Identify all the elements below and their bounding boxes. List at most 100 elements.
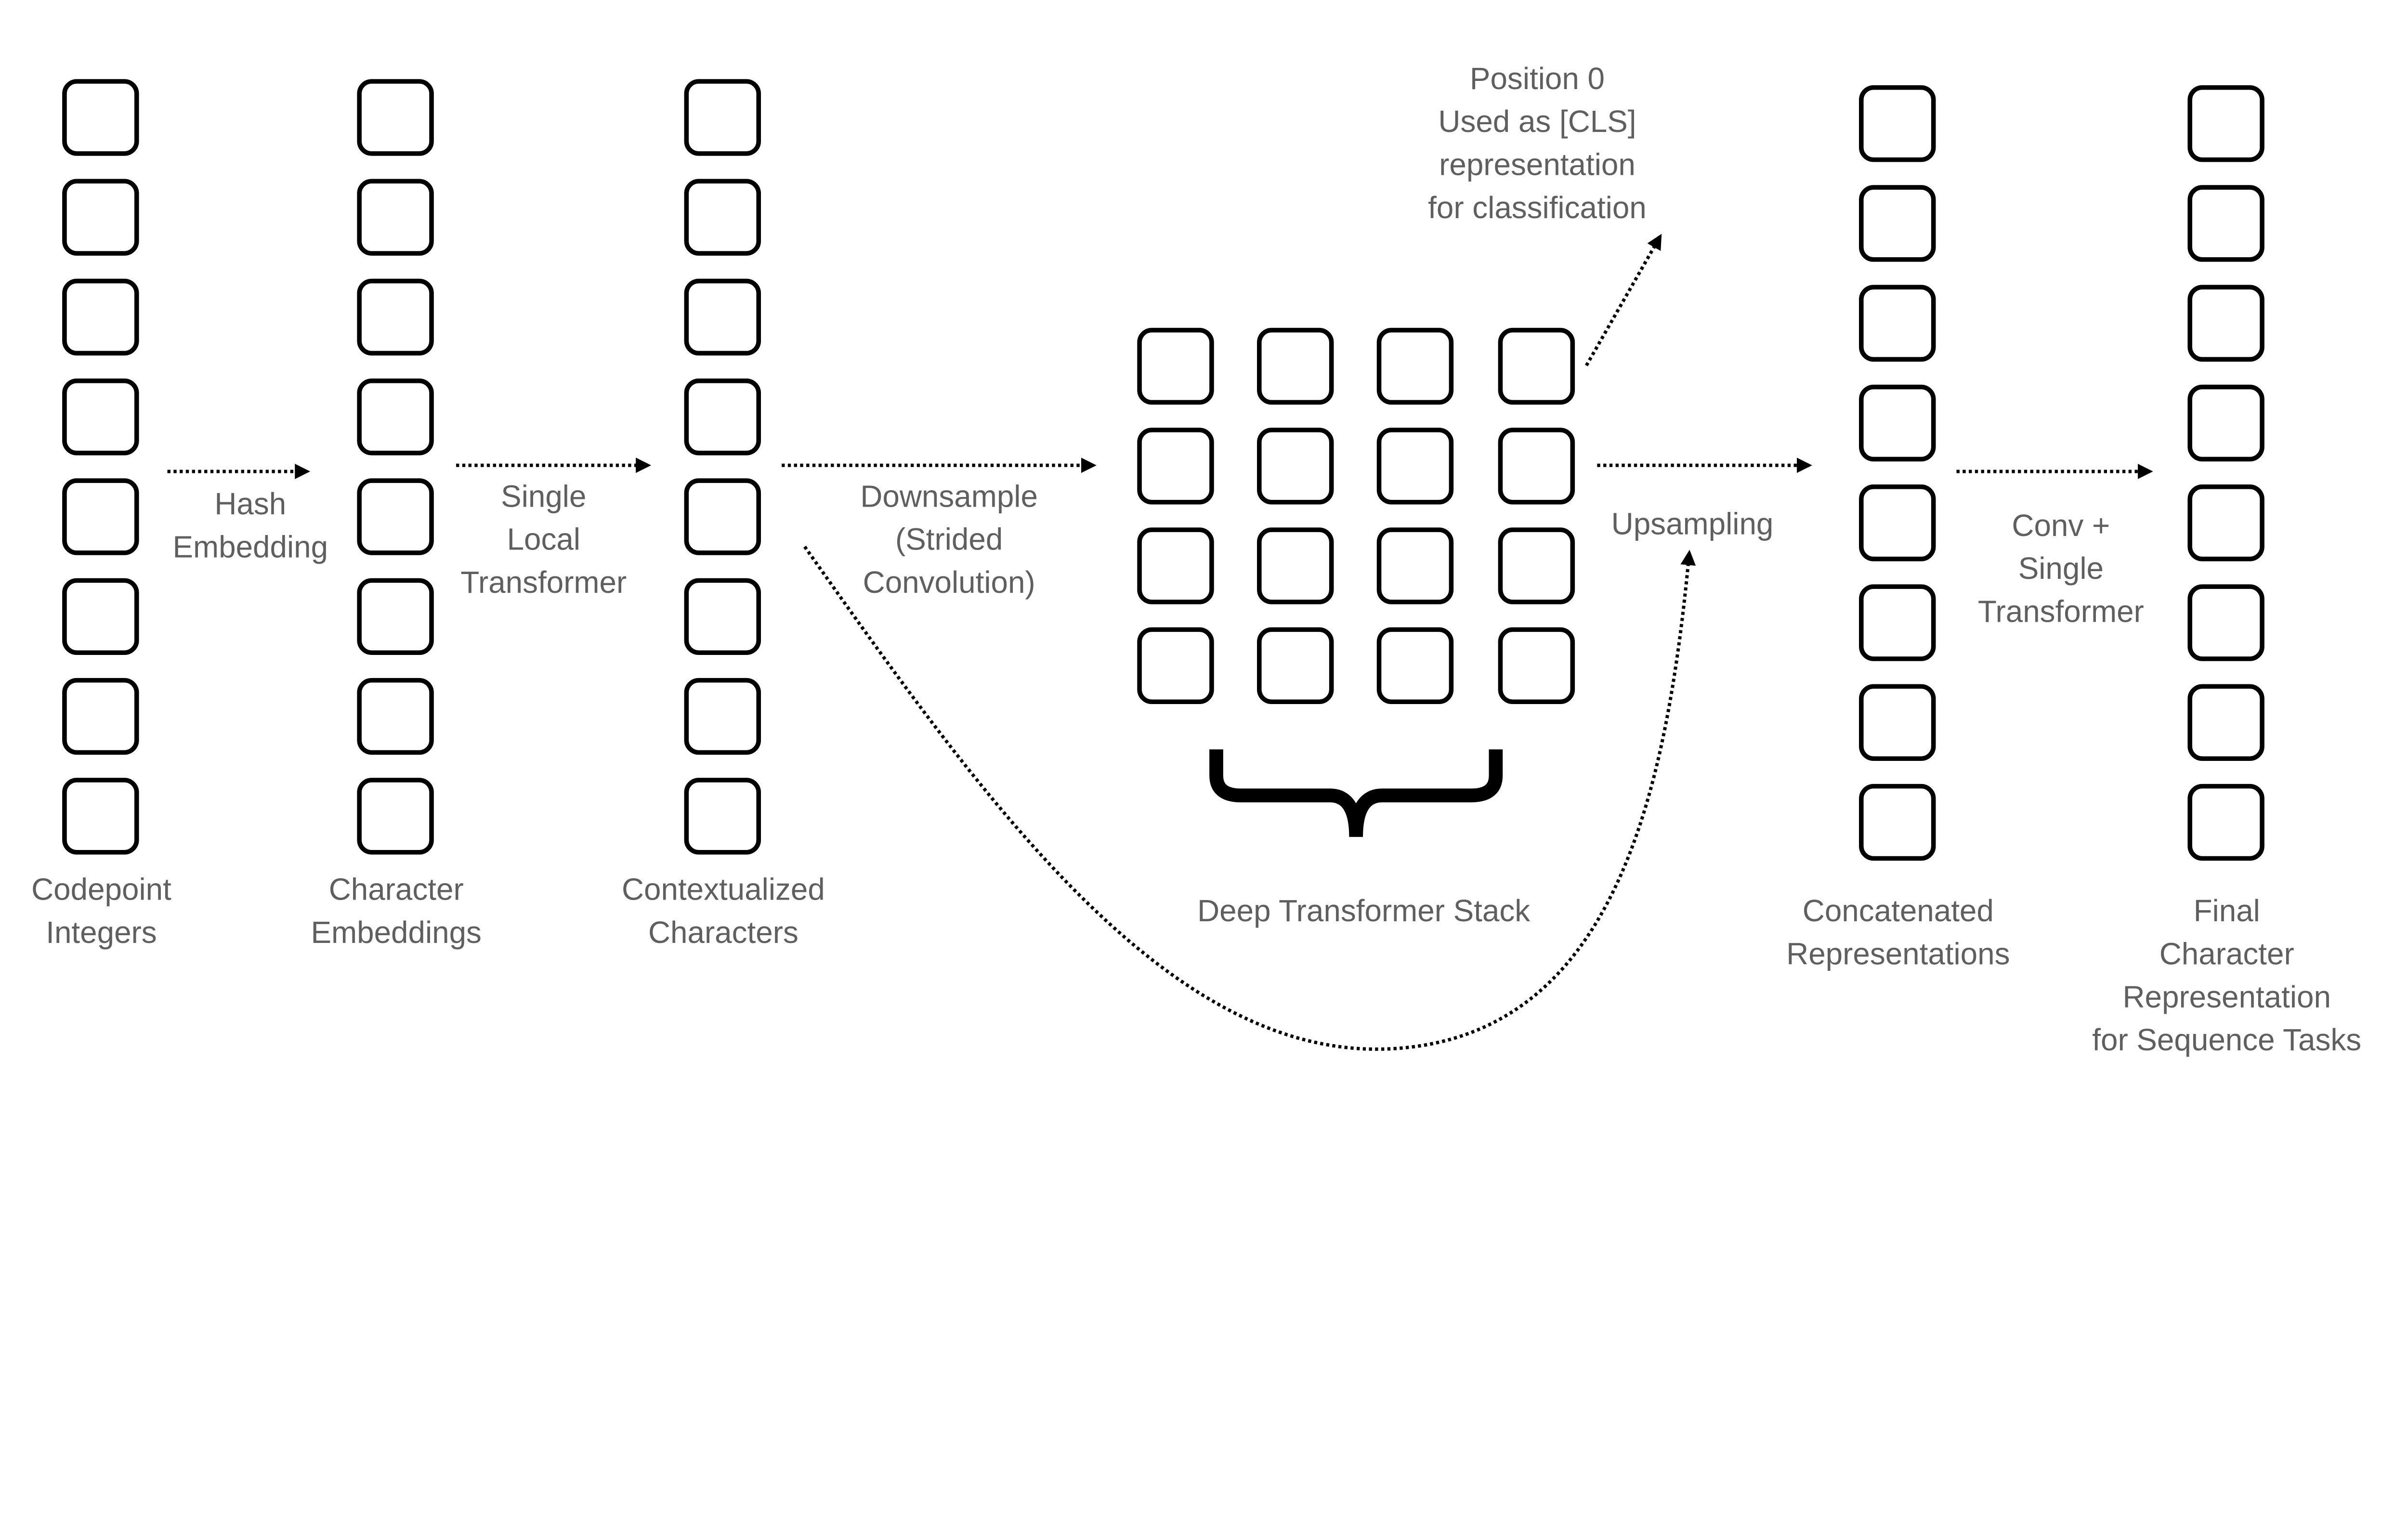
token-box [2187, 185, 2264, 262]
token-box [2187, 784, 2264, 861]
curly-brace [1209, 749, 1503, 837]
label-contextualized-characters-line: Characters [648, 915, 798, 950]
grid-box [1376, 327, 1454, 405]
token-box [357, 678, 434, 755]
grid-box [1498, 527, 1575, 604]
label-single-local-transformer-line: Local [507, 522, 580, 557]
label-codepoint-integers-line: Integers [46, 915, 157, 950]
token-box [62, 778, 139, 855]
arrows [167, 234, 2153, 1051]
grid-box [1376, 527, 1454, 604]
label-cls-note-line: for classification [1428, 190, 1647, 225]
grid-box [1137, 627, 1214, 705]
token-box [1859, 684, 1936, 761]
token-box [684, 578, 761, 655]
label-cls-note-line: representation [1439, 147, 1636, 182]
token-box [357, 278, 434, 356]
label-conv-single-transformer-line: Transformer [1978, 594, 2144, 628]
token-box [1859, 384, 1936, 462]
token-box [62, 379, 139, 456]
token-box [1859, 185, 1936, 262]
token-box [357, 478, 434, 555]
grid-box [1257, 327, 1334, 405]
token-box [62, 678, 139, 755]
token-box [2187, 684, 2264, 761]
token-box [684, 379, 761, 456]
token-box [62, 79, 139, 156]
label-concatenated-representations-line: Representations [1786, 937, 2010, 971]
token-box [2187, 484, 2264, 562]
label-cls-note-line: Used as [CLS] [1438, 104, 1636, 139]
grid-box [1137, 327, 1214, 405]
token-box [1859, 584, 1936, 661]
token-box [2187, 584, 2264, 661]
token-box [1859, 784, 1936, 861]
label-character-embeddings-line: Embeddings [311, 915, 481, 950]
token-boxes [62, 79, 2264, 861]
token-box [684, 678, 761, 755]
label-final-character-representation-line: Character [2159, 937, 2294, 971]
token-box [357, 578, 434, 655]
label-upsampling-line: Upsampling [1611, 507, 1774, 541]
token-box [2187, 85, 2264, 162]
token-box [684, 79, 761, 156]
grid-box [1137, 527, 1214, 604]
label-final-character-representation-line: Representation [2122, 980, 2330, 1014]
label-conv-single-transformer-line: Conv + [2012, 508, 2110, 543]
token-box [357, 778, 434, 855]
label-hash-embedding-line: Hash [214, 486, 286, 521]
token-box [1859, 484, 1936, 562]
label-cls-note: Position 0 Used as [CLS] representation for… [1428, 61, 1647, 225]
grid-box [1257, 428, 1334, 505]
label-upsampling: Upsampling [1611, 507, 1774, 541]
grid-box [1376, 428, 1454, 505]
grid-box [1257, 527, 1334, 604]
token-box [684, 278, 761, 356]
grid-box [1137, 428, 1214, 505]
grid-box [1498, 327, 1575, 405]
label-cls-note-line: Position 0 [1470, 61, 1605, 96]
label-hash-embedding-line: Embedding [172, 530, 328, 564]
token-box [1859, 85, 1936, 162]
label-concatenated-representations-line: Concatenated [1803, 893, 1994, 928]
label-downsample-line: (Strided [895, 522, 1003, 557]
token-box [62, 278, 139, 356]
grid-box [1498, 428, 1575, 505]
token-box [357, 179, 434, 256]
token-box [2187, 285, 2264, 362]
token-box [62, 179, 139, 256]
token-box [2187, 384, 2264, 462]
arrow-cls [1584, 234, 1662, 366]
token-box [62, 478, 139, 555]
grid-box [1498, 627, 1575, 705]
label-final-character-representation-line: Final [2194, 893, 2260, 928]
label-downsample-line: Downsample [860, 479, 1038, 513]
label-codepoint-integers-line: Codepoint [31, 872, 171, 907]
token-box [1859, 285, 1936, 362]
label-deep-transformer-stack: Deep Transformer Stack [1197, 893, 1530, 928]
token-box [684, 478, 761, 555]
token-box [357, 79, 434, 156]
grid-box [1376, 627, 1454, 705]
token-box [684, 179, 761, 256]
label-single-local-transformer-line: Single [501, 479, 586, 513]
label-single-local-transformer-line: Transformer [460, 565, 627, 600]
token-box [357, 379, 434, 456]
token-box [62, 578, 139, 655]
label-contextualized-characters-line: Contextualized [622, 872, 825, 907]
label-character-embeddings-line: Character [329, 872, 464, 907]
label-final-character-representation-line: for Sequence Tasks [2092, 1022, 2361, 1057]
token-box [684, 778, 761, 855]
label-conv-single-transformer-line: Single [2018, 551, 2104, 586]
label-downsample-line: Convolution) [863, 565, 1035, 600]
